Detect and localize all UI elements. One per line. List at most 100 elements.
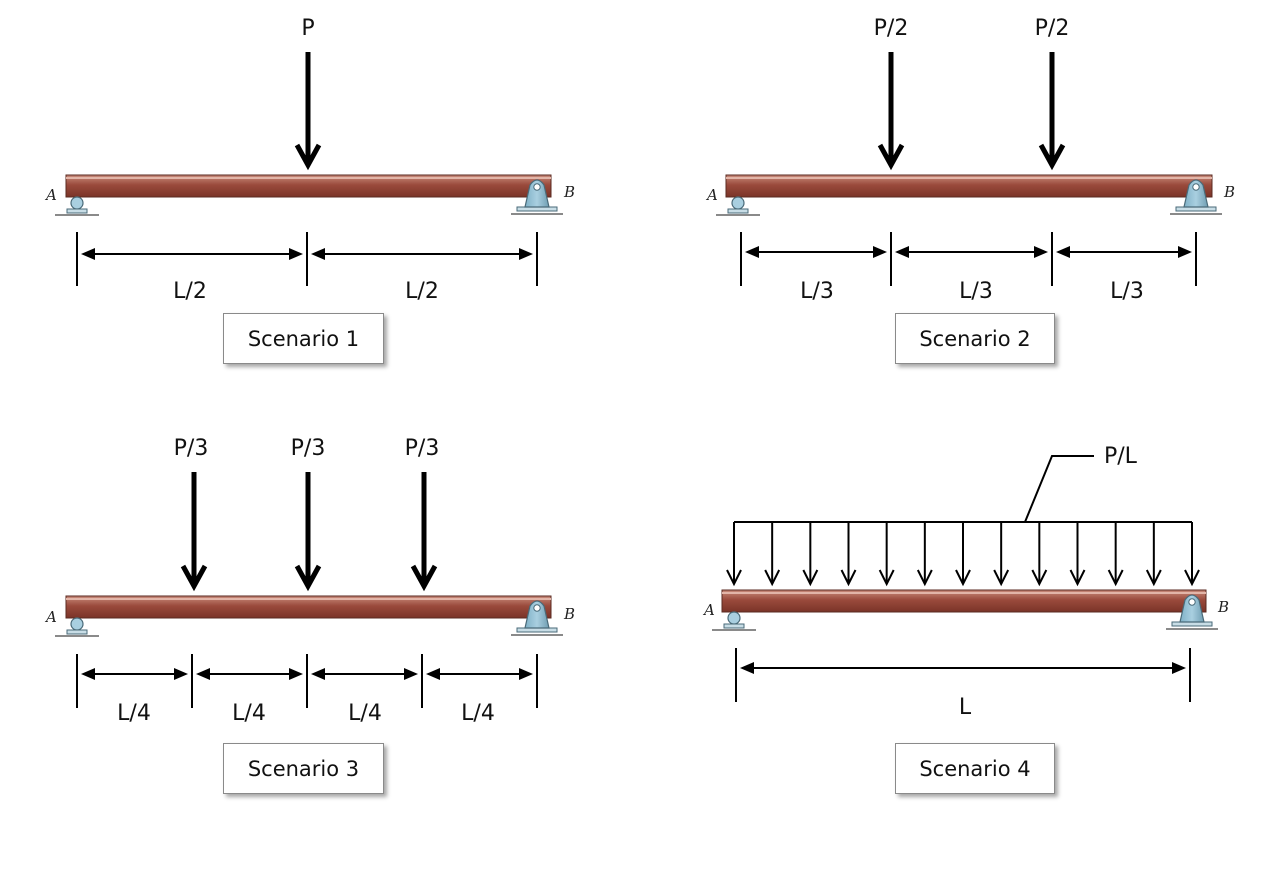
udl-arrow-head	[993, 569, 1010, 587]
dimension-arrowhead	[519, 248, 533, 260]
support-label-a: A	[702, 601, 715, 619]
roller-plate	[723, 623, 745, 629]
dimension-arrowhead	[519, 668, 533, 680]
dimension-lines	[740, 232, 1197, 286]
beam	[65, 174, 552, 198]
dimension-label: L/4	[461, 701, 495, 726]
pin-hole	[1192, 183, 1200, 191]
scenario-caption-2: Scenario 2	[895, 313, 1055, 364]
load-arrow	[1038, 52, 1066, 171]
udl-arrow-head	[840, 569, 857, 587]
dimension-arrowhead	[740, 662, 754, 674]
dimension-arrowhead	[174, 668, 188, 680]
dimension-arrowhead	[289, 248, 303, 260]
dimension-label: L/4	[117, 701, 151, 726]
dimension-label: L/3	[800, 279, 834, 304]
load-arrow	[294, 52, 322, 171]
load-arrow	[410, 472, 438, 592]
pin-support-b	[1170, 179, 1222, 215]
pin-bracket	[524, 600, 550, 629]
dimension-arrowhead	[1034, 246, 1048, 258]
load-label: P/3	[405, 436, 440, 461]
arrow-head	[1038, 143, 1066, 171]
udl-arrow-head	[764, 569, 781, 587]
dimension-arrowhead	[311, 668, 325, 680]
support-label-b: B	[563, 605, 575, 623]
scenario-4: A B P/L L	[702, 444, 1229, 720]
support-label-b: B	[1217, 598, 1229, 616]
scenario-caption-1: Scenario 1	[223, 313, 384, 364]
beam-body	[721, 589, 1207, 613]
udl-arrow-head	[1107, 569, 1124, 587]
load-label: P	[301, 16, 314, 41]
beam-body	[65, 595, 552, 619]
dimension-arrowhead	[81, 248, 95, 260]
dimension-label: L/4	[232, 701, 266, 726]
dimension-lines	[76, 232, 538, 286]
dimension-arrowhead	[895, 246, 909, 258]
udl-arrow-head	[1145, 569, 1162, 587]
support-label-a: A	[44, 608, 57, 626]
udl-arrow-head	[726, 569, 742, 587]
roller-wheel	[70, 617, 84, 631]
beam	[725, 174, 1213, 198]
dimension-arrowhead	[81, 668, 95, 680]
support-label-a: A	[705, 186, 718, 204]
scenario-2: A B P/2 P/2 L/3 L/3 L/3	[705, 16, 1235, 304]
dimension-arrowhead	[873, 246, 887, 258]
dimension-arrowhead	[289, 668, 303, 680]
udl-arrow-head	[955, 569, 971, 587]
udl-arrow-head	[1069, 569, 1086, 587]
pin-support-a	[716, 196, 760, 216]
support-label-b: B	[563, 183, 575, 201]
dimension-arrowhead	[745, 246, 759, 258]
roller-plate	[66, 208, 88, 214]
load-label: P/2	[1035, 16, 1070, 41]
roller-wheel	[727, 611, 741, 625]
pin-bracket	[1183, 179, 1209, 208]
load-label: P/2	[874, 16, 909, 41]
roller-wheel	[731, 196, 745, 210]
udl-arrow-head	[1184, 569, 1200, 587]
dimension-lines	[735, 648, 1191, 702]
udl-arrow-head	[802, 569, 819, 587]
scenario-caption-4: Scenario 4	[895, 743, 1055, 794]
load-leader-line	[1024, 455, 1094, 523]
dimension-label: L	[959, 695, 972, 720]
distributed-load	[726, 521, 1200, 587]
scenario-caption-3: Scenario 3	[223, 743, 384, 794]
udl-arrow-head	[916, 569, 933, 587]
udl-arrow-head	[878, 569, 895, 587]
scenario-3: A B P/3 P/3 P/3 L/4 L/4 L/4 L/4	[44, 436, 575, 726]
pin-support-a	[55, 617, 99, 637]
support-label-b: B	[1223, 183, 1235, 201]
dimension-arrowhead	[196, 668, 210, 680]
arrow-head	[294, 143, 322, 171]
scenario-1: A B P L/2 L/2	[44, 16, 575, 304]
load-label: P/3	[174, 436, 209, 461]
dimension-label: L/3	[1110, 279, 1144, 304]
load-arrow	[180, 472, 208, 592]
pin-bracket	[524, 179, 550, 208]
dimension-arrowhead	[426, 668, 440, 680]
dimension-label: L/4	[348, 701, 382, 726]
pin-support-b	[511, 600, 563, 636]
roller-plate	[727, 208, 749, 214]
udl-arrow-head	[1031, 569, 1048, 587]
dimension-arrowhead	[1172, 662, 1186, 674]
dimension-lines	[76, 654, 538, 708]
pin-support-a	[55, 196, 99, 216]
load-label: P/3	[291, 436, 326, 461]
dimension-arrowhead	[1178, 246, 1192, 258]
beam-body	[725, 174, 1213, 198]
arrow-head	[410, 564, 438, 592]
arrow-head	[294, 564, 322, 592]
pin-hole	[533, 183, 541, 191]
dimension-label: L/2	[173, 279, 207, 304]
arrow-head	[180, 564, 208, 592]
pin-hole	[1188, 598, 1196, 606]
arrow-head	[877, 143, 905, 171]
pin-support-b	[1166, 594, 1218, 630]
